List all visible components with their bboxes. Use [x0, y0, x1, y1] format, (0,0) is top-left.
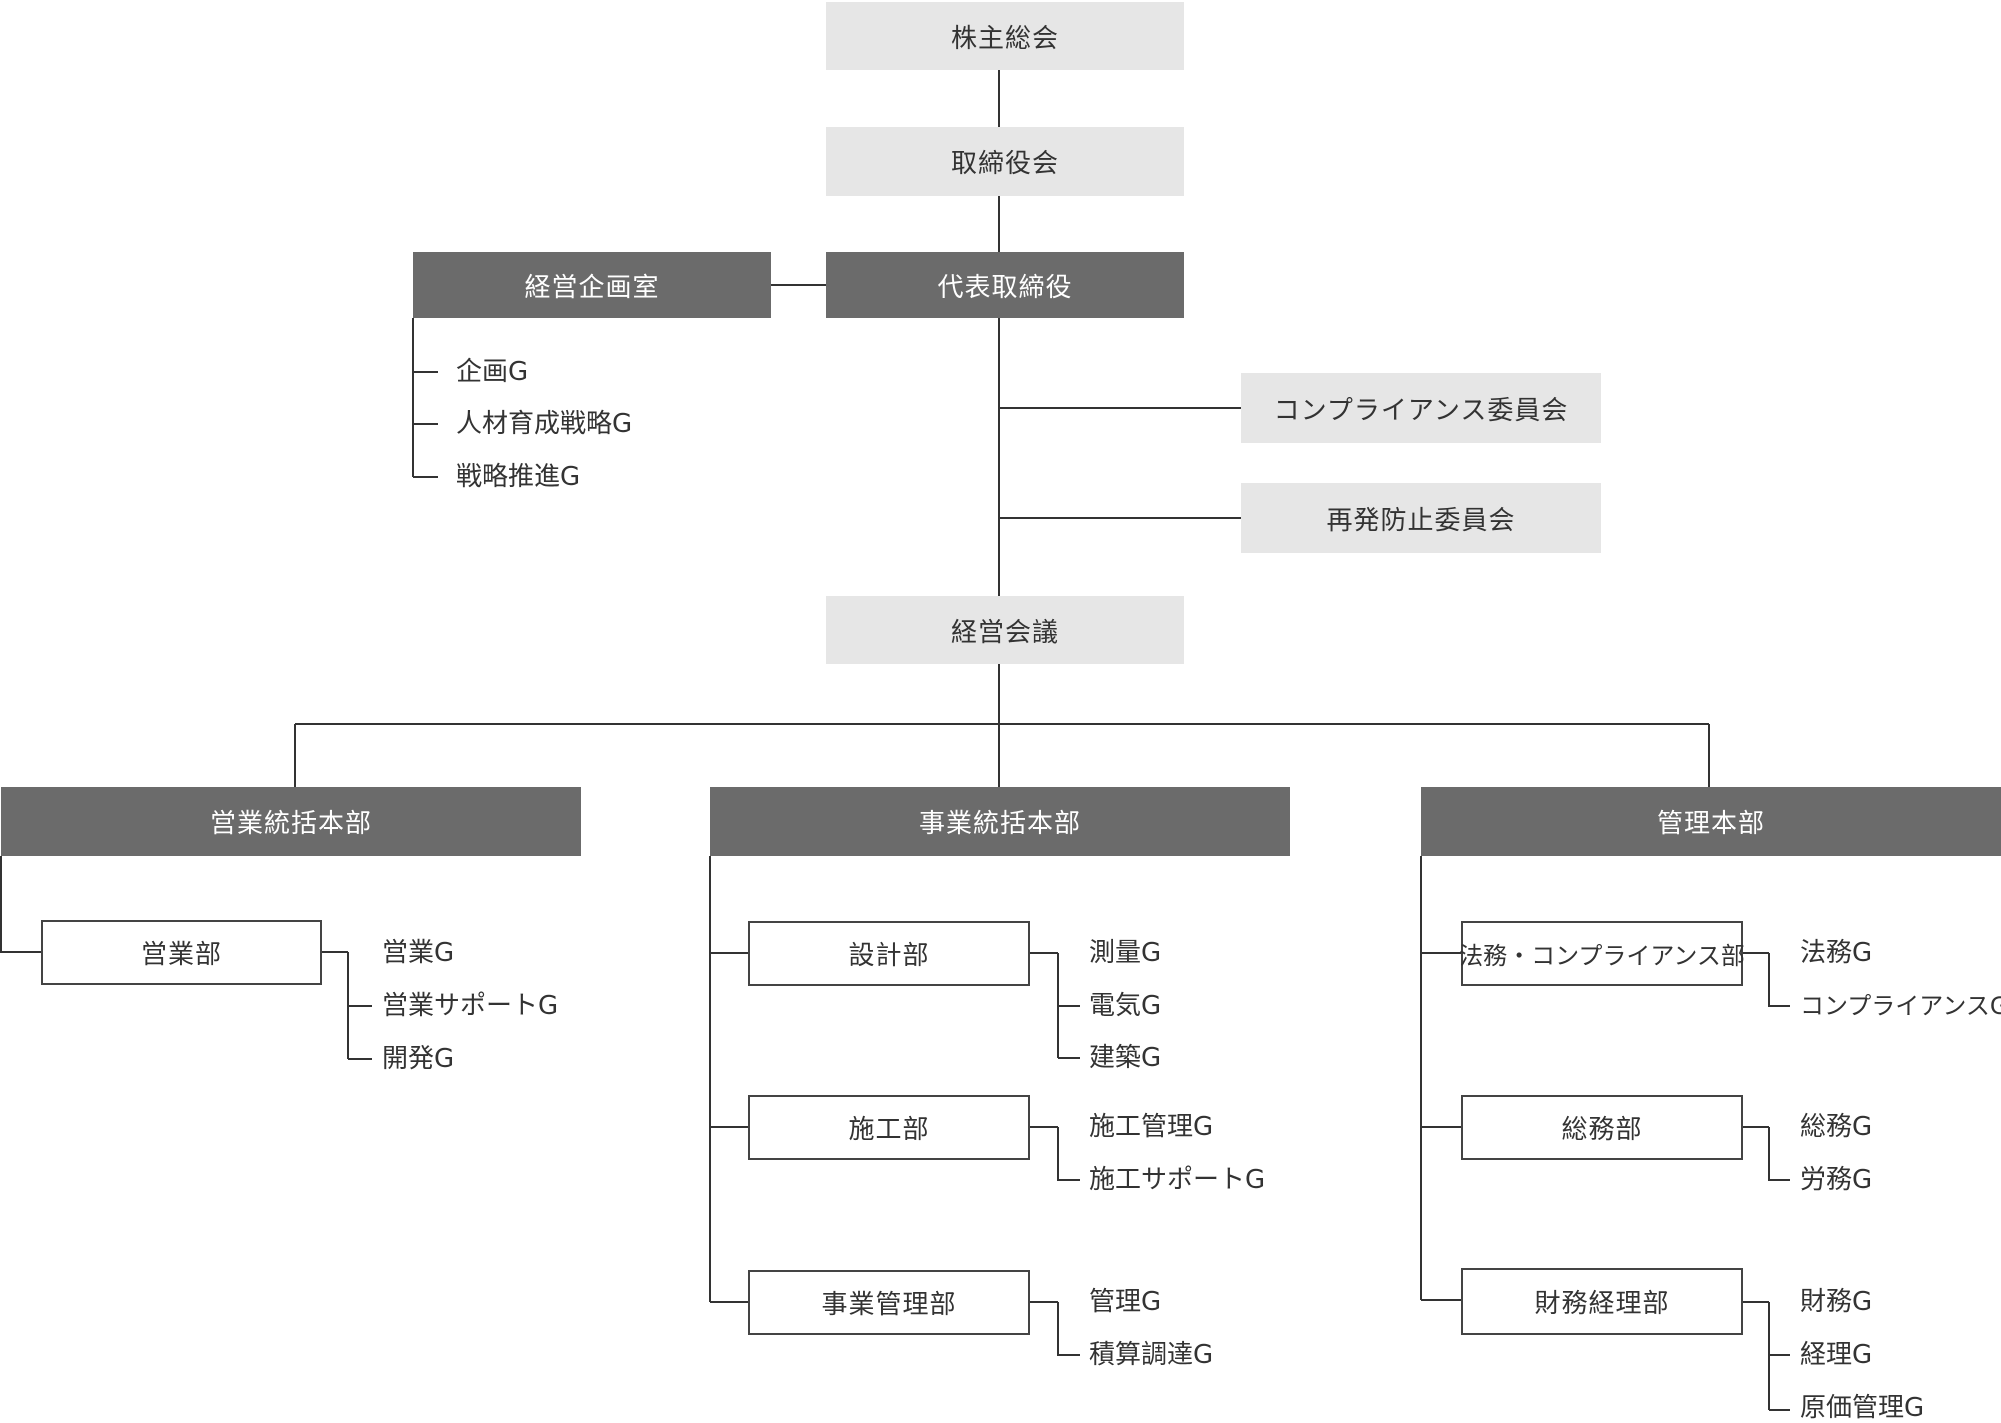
sales-group-item: 営業サポートG — [382, 991, 559, 1021]
business-mgmt-group-item: 積算調達G — [1089, 1340, 1214, 1370]
planning-group-item: 戦略推進G — [456, 462, 581, 492]
legal-group-item: 法務G — [1800, 938, 1873, 968]
general-affairs-group-item: 労務G — [1800, 1165, 1873, 1195]
div2-lines — [709, 856, 748, 1303]
business-mgmt-dept-box: 事業管理部 — [748, 1270, 1030, 1335]
planning-office-box: 経営企画室 — [413, 252, 771, 318]
sales-group-item: 営業G — [382, 938, 455, 968]
somu-groups-lines — [1743, 1126, 1790, 1181]
planning-group-item: 企画G — [456, 357, 529, 387]
sales-dept-box: 営業部 — [41, 920, 322, 985]
sales-division-box: 営業統括本部 — [1, 787, 581, 856]
legal-group-item: コンプライアンスG — [1800, 992, 2001, 1020]
business-division-box: 事業統括本部 — [710, 787, 1290, 856]
general-affairs-dept-box: 総務部 — [1461, 1095, 1743, 1160]
recurrence-prevention-committee-box: 再発防止委員会 — [1241, 483, 1601, 553]
design-dept-box: 設計部 — [748, 921, 1030, 986]
sekkei-groups-lines — [1030, 952, 1080, 1059]
design-group-item: 測量G — [1089, 938, 1162, 968]
planning-groups-lines — [412, 318, 438, 478]
finance-group-item: 原価管理G — [1800, 1393, 1925, 1423]
admin-division-box: 管理本部 — [1421, 787, 2001, 856]
design-group-item: 建築G — [1089, 1043, 1162, 1073]
general-affairs-group-item: 総務G — [1800, 1112, 1873, 1142]
compliance-committee-box: コンプライアンス委員会 — [1241, 373, 1601, 443]
div1-lines — [0, 856, 41, 953]
homu-groups-lines — [1743, 952, 1790, 1007]
construction-group-item: 施工管理G — [1089, 1112, 1214, 1142]
construction-dept-box: 施工部 — [748, 1095, 1030, 1160]
division-bus — [294, 664, 1710, 787]
seko-groups-lines — [1030, 1126, 1080, 1181]
exec-meeting-box: 経営会議 — [826, 596, 1184, 664]
legal-compliance-dept-box: 法務・コンプライアンス部 — [1459, 921, 1745, 986]
jigyokanri-groups-lines — [1030, 1301, 1080, 1356]
business-mgmt-group-item: 管理G — [1089, 1287, 1162, 1317]
finance-group-item: 財務G — [1800, 1287, 1873, 1317]
zaimu-groups-lines — [1743, 1301, 1790, 1411]
president-box: 代表取締役 — [826, 252, 1184, 318]
planning-group-item: 人材育成戦略G — [456, 409, 633, 439]
construction-group-item: 施工サポートG — [1089, 1165, 1266, 1195]
finance-group-item: 経理G — [1800, 1340, 1873, 1370]
finance-accounting-dept-box: 財務経理部 — [1461, 1268, 1743, 1335]
board-box: 取締役会 — [826, 127, 1184, 196]
design-group-item: 電気G — [1089, 991, 1162, 1021]
div3-lines — [1420, 856, 1461, 1301]
committee-links — [999, 407, 1241, 519]
shareholders-box: 株主総会 — [826, 2, 1184, 70]
sales-group-item: 開発G — [382, 1044, 455, 1074]
eigyo-groups-lines — [322, 951, 372, 1060]
